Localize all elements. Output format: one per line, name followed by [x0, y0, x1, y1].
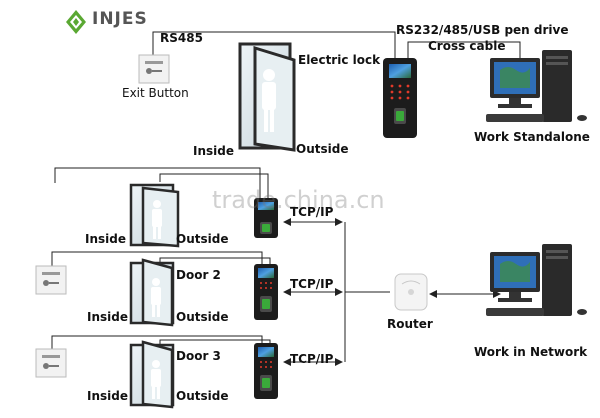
exit-button — [139, 55, 169, 83]
door-2 — [131, 260, 173, 325]
outside-label-door-1: Outside — [176, 233, 228, 245]
inside-label-standalone: Inside — [193, 145, 234, 157]
exit-button-label: Exit Button — [122, 87, 189, 99]
terminal-door-2 — [254, 264, 278, 320]
access-terminal-standalone — [383, 58, 417, 138]
pc-standalone-label: Work Standalone — [474, 131, 590, 143]
door-3-label: Door 3 — [176, 350, 221, 362]
inside-label-door-2: Inside — [87, 311, 128, 323]
cross-cable-label: Cross cable — [428, 40, 505, 52]
pc-network — [486, 244, 587, 316]
door-standalone — [240, 44, 294, 150]
rs485-label: RS485 — [160, 32, 203, 44]
outside-label-door-3: Outside — [176, 390, 228, 402]
door-1 — [131, 185, 178, 246]
pc-standalone — [486, 50, 587, 122]
exit-button-row2 — [36, 266, 66, 294]
pen-drive-label: RS232/485/USB pen drive — [396, 24, 569, 36]
tcp-label-door-2: TCP/IP — [290, 278, 333, 290]
inside-label-door-3: Inside — [87, 390, 128, 402]
door-2-label: Door 2 — [176, 269, 221, 281]
logo-text: INJES — [92, 9, 148, 29]
outside-label-door-2: Outside — [176, 311, 228, 323]
injes-logo — [66, 10, 86, 34]
inside-label-door-1: Inside — [85, 233, 126, 245]
exit-button-row3 — [36, 349, 66, 377]
electric-lock-label: Electric lock — [298, 54, 380, 66]
router-label: Router — [387, 318, 433, 330]
outside-label-standalone: Outside — [296, 143, 348, 155]
tcp-label-door-1: TCP/IP — [290, 206, 333, 218]
router-icon — [395, 274, 427, 310]
terminal-door-3 — [254, 343, 278, 399]
door-3 — [131, 342, 173, 407]
tcp-label-door-3: TCP/IP — [290, 353, 333, 365]
tcp-arrows — [284, 222, 500, 362]
pc-network-label: Work in Network — [474, 346, 587, 358]
